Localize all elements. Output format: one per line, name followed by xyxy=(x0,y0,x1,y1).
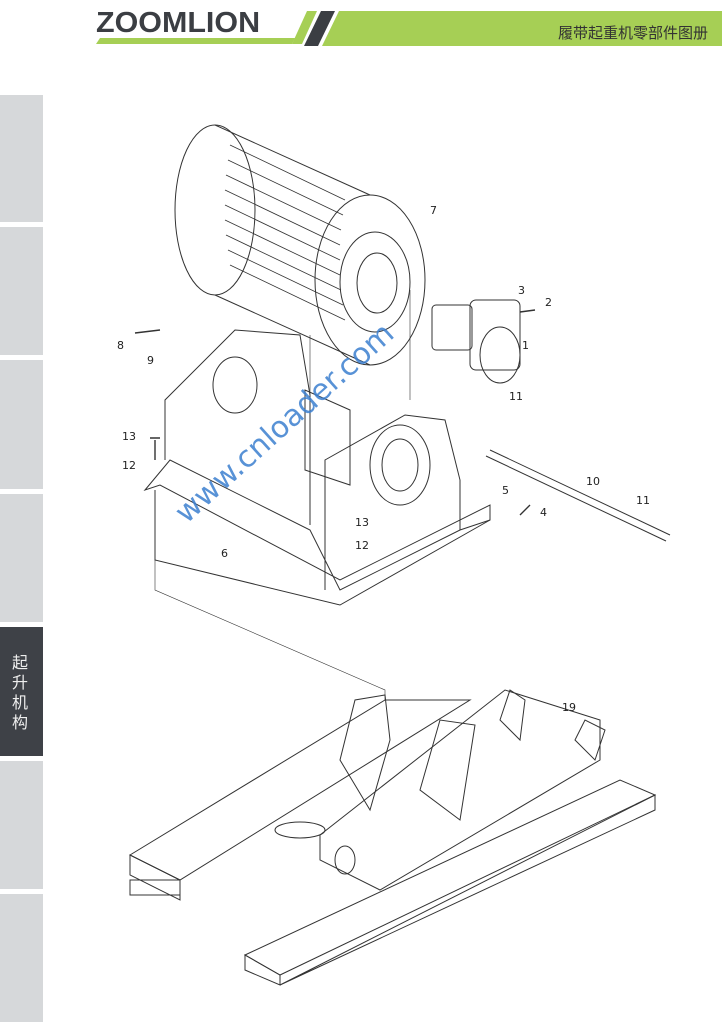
sidebar-tab-hoist[interactable]: 起升机构 xyxy=(0,627,43,756)
header-banner xyxy=(96,11,722,46)
callout-10: 10 xyxy=(586,475,600,488)
sidebar-tab-4[interactable] xyxy=(0,494,43,622)
winch-drum xyxy=(174,124,426,366)
callout-labels: 7 3 2 1 8 9 11 13 12 10 5 4 11 13 12 6 1… xyxy=(117,204,650,714)
hydraulic-motor xyxy=(431,299,521,384)
callout-12: 12 xyxy=(122,459,136,472)
callout-2: 2 xyxy=(545,296,552,309)
zoomlion-logo: ZOOMLION xyxy=(96,7,261,39)
callout-4: 4 xyxy=(540,506,547,519)
callout-12b: 12 xyxy=(355,539,369,552)
sidebar-tab-1[interactable] xyxy=(0,95,43,222)
callout-6: 6 xyxy=(221,547,228,560)
sidebar-tab-label: 起升机构 xyxy=(12,653,29,732)
callout-11: 11 xyxy=(509,390,523,403)
sidebar-tab-7[interactable] xyxy=(0,894,43,1022)
sidebar-tab-6[interactable] xyxy=(0,761,43,889)
callout-8: 8 xyxy=(117,339,124,352)
callout-9: 9 xyxy=(147,354,154,367)
document-title: 履带起重机零部件图册 xyxy=(557,24,708,42)
callout-11b: 11 xyxy=(636,494,650,507)
callout-1: 1 xyxy=(522,339,529,352)
pin-shaft xyxy=(485,449,671,542)
callout-13b: 13 xyxy=(355,516,369,529)
callout-7: 7 xyxy=(430,204,437,217)
callout-19: 19 xyxy=(562,701,576,714)
callout-13: 13 xyxy=(122,430,136,443)
callout-5: 5 xyxy=(502,484,509,497)
turntable-chassis xyxy=(128,689,657,986)
winch-frame xyxy=(143,329,491,606)
sidebar-tab-3[interactable] xyxy=(0,360,43,489)
callout-3: 3 xyxy=(518,284,525,297)
sidebar-tab-2[interactable] xyxy=(0,227,43,355)
